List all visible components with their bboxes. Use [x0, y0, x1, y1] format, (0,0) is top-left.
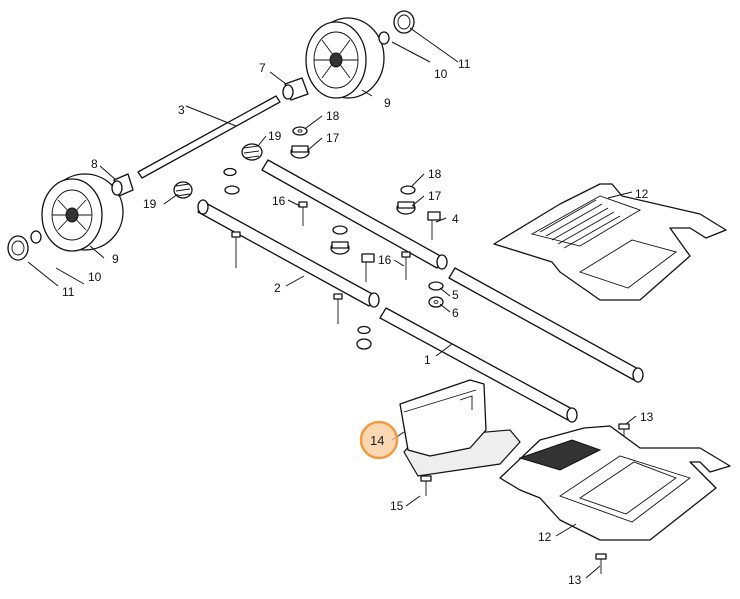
callout-10-left: 10	[88, 270, 102, 284]
wheel-cap-top	[378, 10, 415, 45]
callout-18-upper: 18	[326, 109, 340, 123]
callout-9-left: 9	[112, 252, 119, 266]
callout-12-bottom: 12	[538, 530, 552, 544]
callout-5: 5	[452, 288, 459, 302]
callout-labels: 1 2 3 4 5 6 7 8 9 9 10 10 11 11 12 12 13…	[62, 57, 654, 587]
washer-left-stack	[223, 167, 240, 195]
wheel-front-left	[41, 173, 124, 252]
callout-2: 2	[274, 281, 281, 295]
nut-5	[428, 281, 444, 291]
callout-4: 4	[452, 212, 459, 226]
callout-19-upper: 19	[268, 129, 282, 143]
pin-middle	[361, 253, 375, 282]
pin-4	[427, 211, 441, 240]
callout-1: 1	[424, 353, 431, 367]
washer-middle-stack	[330, 225, 350, 255]
callout-12-top: 12	[635, 187, 649, 201]
callout-11-top: 11	[458, 57, 471, 71]
callout-15: 15	[390, 499, 404, 513]
bushing-8	[111, 173, 134, 197]
screw-16-left	[298, 201, 308, 226]
callout-3: 3	[178, 103, 185, 117]
callout-13-top: 13	[640, 410, 654, 424]
screw-16-right	[401, 251, 411, 280]
callout-7: 7	[259, 61, 266, 75]
callout-18-right: 18	[428, 167, 442, 181]
screw-left-long	[231, 231, 241, 268]
deflector-14	[399, 379, 521, 477]
callout-16-right: 16	[378, 253, 392, 267]
frame-12-lower	[499, 425, 731, 541]
callout-9-top: 9	[384, 96, 391, 110]
axle-rod	[137, 95, 281, 179]
screw-middle-long	[333, 293, 343, 324]
callout-13-bottom: 13	[568, 573, 582, 587]
handle-tube-2	[197, 159, 448, 308]
spring-bushing-upper	[241, 143, 263, 161]
spring-bushing-lower	[173, 181, 193, 199]
handle-tube-1	[379, 267, 644, 423]
callout-17-upper: 17	[326, 131, 340, 145]
bushing-7	[282, 77, 309, 101]
callout-10-top: 10	[434, 67, 448, 81]
washer-18-right	[400, 185, 416, 195]
wheel-cap-left	[7, 230, 42, 261]
screw-13-bottom	[595, 553, 607, 574]
nut-lower-stack	[356, 325, 372, 350]
washer-18-upper	[292, 126, 308, 136]
nut-17-upper	[290, 145, 310, 159]
leader-lines	[27, 27, 637, 579]
wheel-rear-top	[305, 17, 385, 99]
highlight-marker	[359, 420, 399, 460]
callout-14: 14	[370, 433, 384, 448]
nut-17-right	[396, 201, 416, 215]
callout-8: 8	[91, 157, 98, 171]
callout-6: 6	[452, 306, 459, 320]
callout-11-left: 11	[62, 285, 75, 299]
nut-6	[428, 296, 444, 308]
callout-19-lower: 19	[143, 197, 157, 211]
frame-12-upper	[493, 183, 727, 301]
callout-17-right: 17	[428, 189, 442, 203]
callout-16-left: 16	[272, 194, 286, 208]
screw-15	[420, 475, 432, 496]
